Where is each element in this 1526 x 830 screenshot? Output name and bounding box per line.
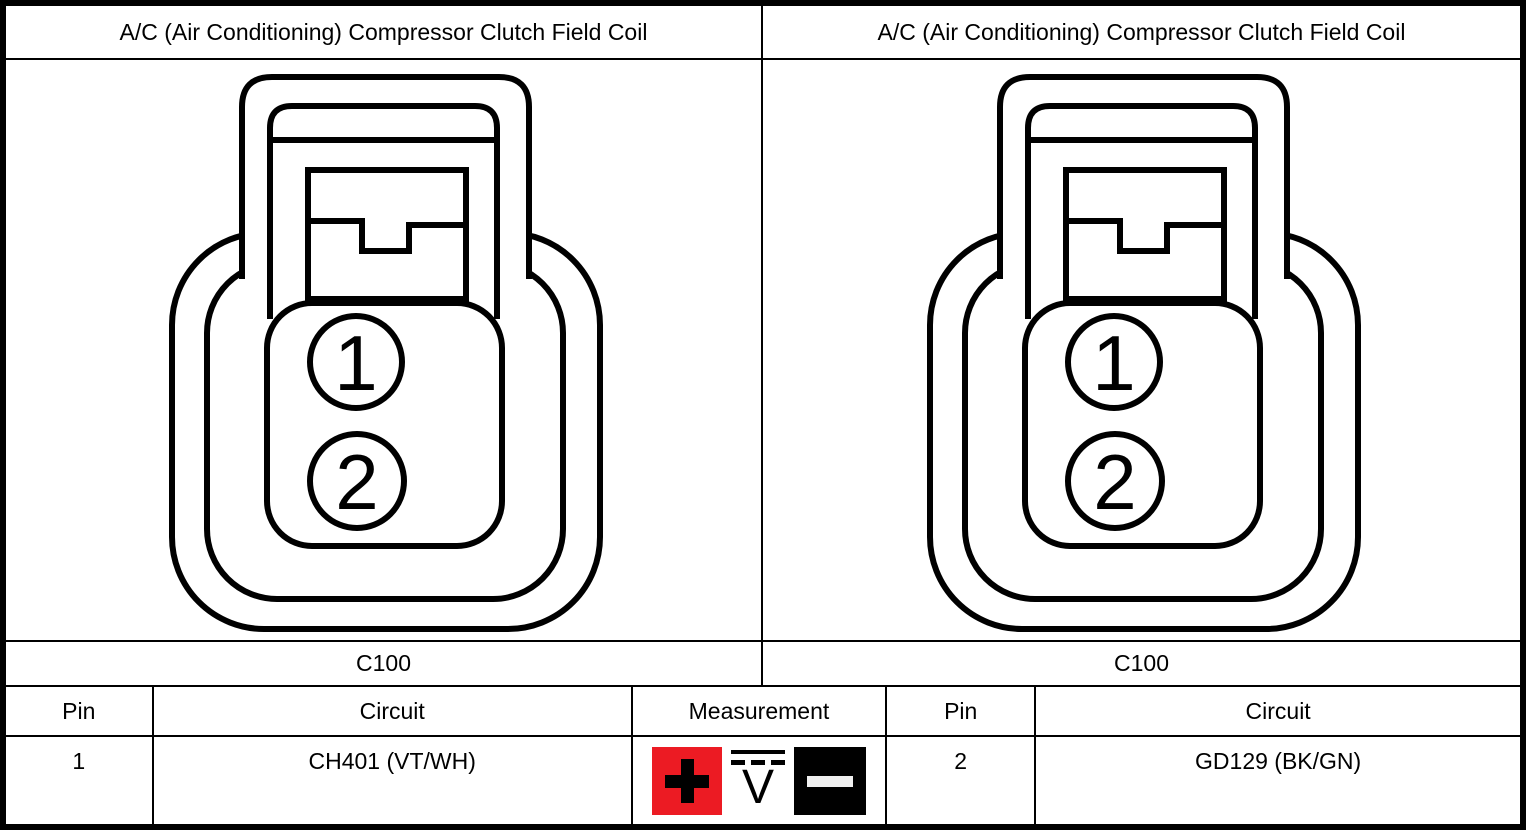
- pin-2-label: 2: [1093, 438, 1136, 526]
- connector-diagram-left: 1 2: [168, 74, 603, 632]
- connector-id-right: C100: [1114, 650, 1169, 676]
- pin-2-label: 2: [335, 438, 378, 526]
- latch-notch: [1065, 218, 1224, 254]
- minus-icon-bar: [806, 775, 853, 787]
- pin-1-circle: [306, 313, 405, 411]
- circuit-value-left: CH401 (VT/WH): [154, 737, 633, 824]
- pin-1-label: 1: [1092, 319, 1135, 407]
- diagram-row: 1 2 1 2: [6, 58, 1520, 640]
- positive-probe-icon: [651, 746, 722, 815]
- connector-id-row: C100 C100: [6, 640, 1520, 685]
- measurement-cell: V: [633, 737, 888, 824]
- col-header-circuit-right: Circuit: [1245, 697, 1311, 724]
- pin-table-row: 1 CH401 (VT/WH) V 2 GD129 (BK/GN): [6, 735, 1520, 824]
- circuit-value-right: GD129 (BK/GN): [1195, 748, 1362, 774]
- pin-table-header: Pin Circuit Measurement Pin Circuit: [6, 685, 1520, 735]
- col-header-circuit-left: Circuit: [154, 687, 633, 735]
- dc-dashed-line: [730, 759, 785, 765]
- plus-icon-vertical-bar: [680, 758, 694, 803]
- latch-window: [304, 167, 469, 302]
- latch-notch: [307, 218, 466, 254]
- col-header-pin-left: Pin: [6, 687, 154, 735]
- pin-1-label: 1: [334, 319, 377, 407]
- pin-2-circle: [306, 431, 407, 531]
- panel-title-left: A/C (Air Conditioning) Compressor Clutch…: [6, 6, 763, 58]
- latch-inner: [1024, 103, 1258, 319]
- dc-solid-line: [730, 749, 785, 754]
- pin-1-circle: [1064, 313, 1163, 411]
- dc-voltage-letter: V: [741, 760, 774, 814]
- pin-2-circle: [1064, 431, 1165, 531]
- pin-value-left: 1: [6, 737, 154, 824]
- latch-inner: [266, 103, 500, 319]
- latch-window: [1062, 167, 1227, 302]
- col-header-pin-right: Pin: [887, 687, 1037, 735]
- panel-title-right: A/C (Air Conditioning) Compressor Clutch…: [877, 18, 1406, 45]
- dc-voltage-icon: V: [730, 747, 785, 815]
- diagram-cell-left: 1 2: [6, 60, 763, 640]
- diagram-cell-right: 1 2: [763, 60, 1520, 640]
- title-row: A/C (Air Conditioning) Compressor Clutch…: [6, 6, 1520, 58]
- connector-diagram-right: 1 2: [926, 74, 1361, 632]
- negative-probe-icon: [793, 746, 866, 815]
- connector-id-left: C100: [6, 642, 763, 685]
- pin-value-right: 2: [887, 737, 1037, 824]
- col-header-measurement: Measurement: [633, 687, 888, 735]
